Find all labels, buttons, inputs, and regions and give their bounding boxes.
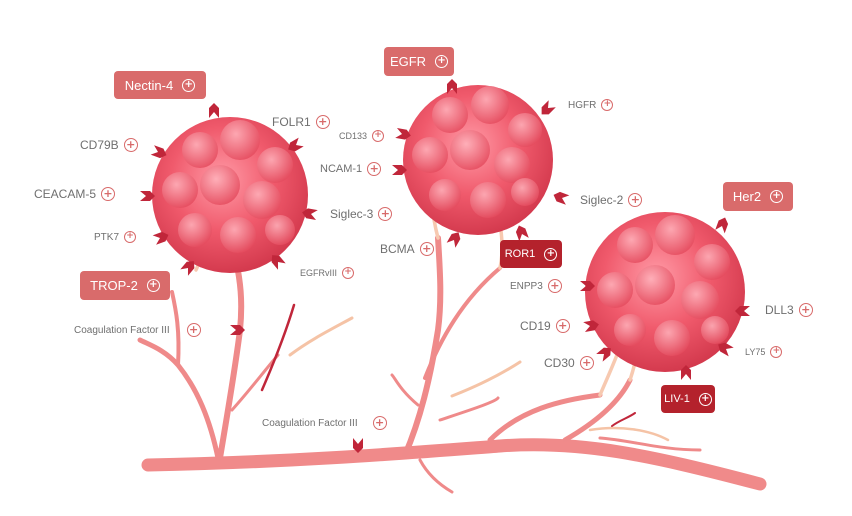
plus-icon: + <box>579 356 594 370</box>
ror1-label: ROR1 <box>504 248 536 260</box>
coagulation-factor-bottom-label: Coagulation Factor III <box>262 417 358 429</box>
plus-icon: + <box>182 78 196 92</box>
ror1-button[interactable]: ROR1 + <box>500 240 562 268</box>
her2-label: Her2 <box>732 189 762 204</box>
ly75-target[interactable]: LY75 + <box>745 346 783 358</box>
trop2-button[interactable]: TROP-2 + <box>80 271 170 300</box>
plus-icon: + <box>123 138 138 152</box>
plus-icon: + <box>146 279 160 292</box>
ly75-label: LY75 <box>745 347 766 357</box>
egfrviii-target[interactable]: EGFRvIII + <box>300 267 355 279</box>
dll3-target[interactable]: DLL3 + <box>765 303 813 317</box>
plus-icon: + <box>601 99 614 111</box>
cd79b-label: CD79B <box>80 138 119 152</box>
cd133-label: CD133 <box>339 131 368 141</box>
egfr-button[interactable]: EGFR + <box>384 47 454 76</box>
coagulation-factor-bottom-target[interactable]: Coagulation Factor III + <box>262 416 387 430</box>
bcma-label: BCMA <box>380 242 415 256</box>
folr1-label: FOLR1 <box>272 115 311 129</box>
ceacam5-target[interactable]: CEACAM-5 + <box>34 187 116 201</box>
ptk7-target[interactable]: PTK7 + <box>94 231 137 243</box>
receptor-icons <box>140 79 750 453</box>
siglec2-target[interactable]: Siglec-2 + <box>580 193 643 207</box>
plus-icon: + <box>544 247 558 261</box>
plus-icon: + <box>315 115 330 129</box>
plus-icon: + <box>342 267 355 279</box>
her2-button[interactable]: Her2 + <box>723 182 793 211</box>
folr1-target[interactable]: FOLR1 + <box>272 115 330 129</box>
tumor-right <box>585 212 745 372</box>
ncam1-target[interactable]: NCAM-1 + <box>320 162 382 176</box>
cd133-target[interactable]: CD133 + <box>339 130 385 142</box>
plus-icon: + <box>770 190 784 203</box>
cd79b-target[interactable]: CD79B + <box>80 138 138 152</box>
plus-icon: + <box>628 193 643 207</box>
plus-icon: + <box>798 303 813 317</box>
egfrviii-label: EGFRvIII <box>300 268 338 278</box>
plus-icon: + <box>378 207 393 221</box>
hgfr-target[interactable]: HGFR + <box>568 99 614 111</box>
bcma-target[interactable]: BCMA + <box>380 242 434 256</box>
hgfr-label: HGFR <box>568 99 597 111</box>
coagulation-factor-left-label: Coagulation Factor III <box>74 324 170 336</box>
siglec2-label: Siglec-2 <box>580 193 624 207</box>
plus-icon: + <box>698 392 712 406</box>
plus-icon: + <box>124 231 137 243</box>
plus-icon: + <box>101 187 116 201</box>
liv1-button[interactable]: LIV-1 + <box>661 385 715 413</box>
dll3-label: DLL3 <box>765 303 794 317</box>
cd19-target[interactable]: CD19 + <box>520 319 570 333</box>
plus-icon: + <box>547 279 562 293</box>
plus-icon: + <box>419 242 434 256</box>
siglec3-label: Siglec-3 <box>330 207 374 221</box>
enpp3-label: ENPP3 <box>510 280 543 292</box>
plus-icon: + <box>367 162 382 176</box>
blood-vessel <box>137 235 767 494</box>
nectin4-label: Nectin-4 <box>124 77 174 93</box>
coagulation-factor-left-target[interactable]: Coagulation Factor III + <box>74 323 201 337</box>
plus-icon: + <box>770 346 783 358</box>
trop2-label: TROP-2 <box>90 278 138 293</box>
cd30-target[interactable]: CD30 + <box>544 356 594 370</box>
ptk7-label: PTK7 <box>94 231 120 243</box>
plus-icon: + <box>372 416 387 430</box>
ceacam5-label: CEACAM-5 <box>34 187 97 201</box>
enpp3-target[interactable]: ENPP3 + <box>510 279 562 293</box>
cd19-label: CD19 <box>520 319 551 333</box>
cd30-label: CD30 <box>544 356 575 370</box>
plus-icon: + <box>555 319 570 333</box>
liv1-label: LIV-1 <box>664 393 690 405</box>
plus-icon: + <box>186 323 201 337</box>
plus-icon: + <box>372 130 385 142</box>
tumor-left <box>152 117 308 273</box>
siglec3-target[interactable]: Siglec-3 + <box>330 207 393 221</box>
egfr-label: EGFR <box>389 54 427 69</box>
tumor-middle <box>403 85 553 235</box>
ncam1-label: NCAM-1 <box>320 163 363 175</box>
nectin4-button[interactable]: Nectin-4 + <box>114 71 206 99</box>
plus-icon: + <box>435 55 449 68</box>
